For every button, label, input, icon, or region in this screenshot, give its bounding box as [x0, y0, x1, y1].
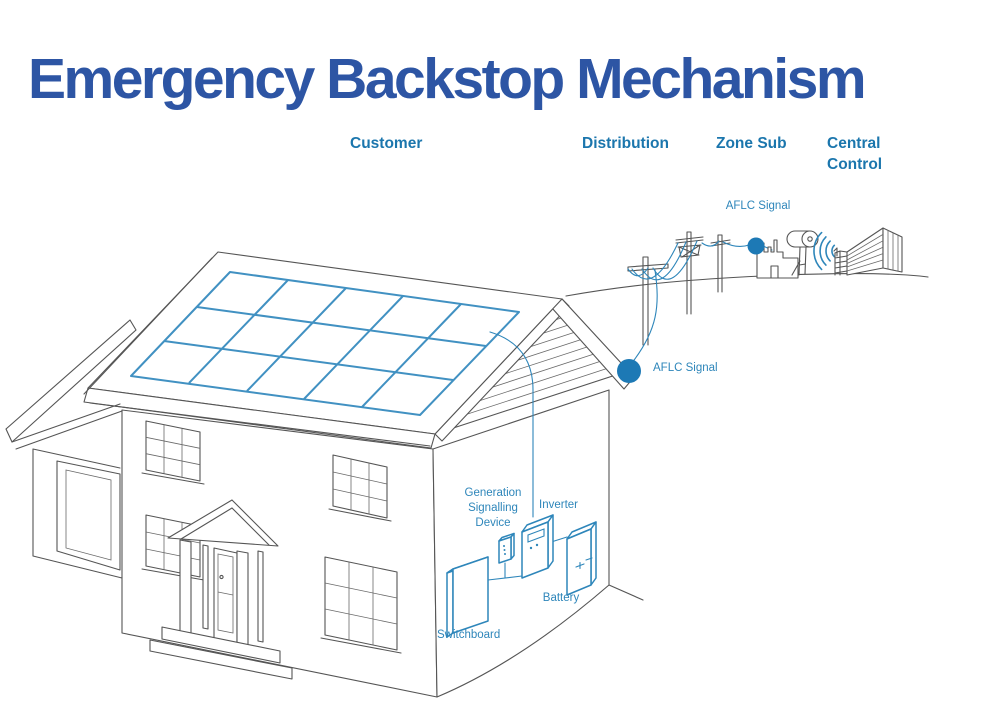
distribution-network — [627, 231, 773, 365]
inverter-unit — [521, 514, 554, 579]
switchboard-unit — [446, 556, 489, 638]
customer-equipment — [446, 331, 597, 638]
battery-unit — [566, 521, 597, 596]
wifi-signal-icon — [813, 231, 838, 271]
window-upper-right — [328, 454, 392, 522]
stage-label-central-control: Central Control — [827, 135, 883, 173]
inverter-label: Inverter — [539, 499, 578, 511]
stage-label-customer: Customer — [350, 135, 423, 152]
aflc-signal-label-house: AFLC Signal — [653, 362, 718, 374]
house-illustration — [5, 251, 644, 698]
battery-label: Battery — [542, 592, 580, 604]
stage-label-distribution: Distribution — [582, 135, 669, 152]
aflc-signal-dot-zone-sub — [747, 237, 765, 255]
stage-label-zone-sub: Zone Sub — [716, 135, 787, 152]
porch — [149, 499, 293, 680]
porch-roof — [167, 499, 279, 547]
porch-step-lower — [149, 639, 293, 680]
front-door — [213, 547, 238, 644]
battery-minus-icon — [585, 557, 593, 561]
porch-column-rear-left — [202, 544, 209, 630]
aflc-signal-dot-house — [617, 359, 641, 383]
pv-dc-cable — [489, 331, 534, 518]
ground-front-line — [608, 584, 644, 601]
battery-plus-icon — [575, 561, 585, 570]
zone-substation-building — [756, 230, 819, 279]
window-upper-left — [141, 420, 205, 485]
gable-end — [434, 298, 635, 442]
garage-door — [56, 460, 121, 571]
power-pole-1 — [627, 256, 669, 346]
porch-step-upper — [161, 626, 281, 664]
hillside-ground-line — [565, 272, 929, 297]
aflc-signal-label-top: AFLC Signal — [725, 200, 791, 212]
generation-signalling-device-label: Generation Signalling Device — [464, 487, 522, 529]
radio-tower-icon — [786, 230, 819, 276]
window-lower-right — [320, 556, 402, 654]
distribution-wires — [627, 240, 773, 281]
central-control-building — [834, 227, 903, 276]
switchboard-label: Switchboard — [437, 629, 501, 641]
page-title: Emergency Backstop Mechanism — [28, 47, 867, 111]
solar-panel-grid — [130, 271, 520, 416]
porch-column-left — [179, 539, 192, 635]
porch-column-rear-right — [257, 550, 264, 643]
generation-signalling-device-unit — [498, 532, 515, 564]
power-pole-2 — [675, 231, 704, 315]
garage — [5, 319, 137, 579]
aflc-service-drop-wire — [630, 269, 658, 365]
porch-column-right — [236, 550, 249, 647]
